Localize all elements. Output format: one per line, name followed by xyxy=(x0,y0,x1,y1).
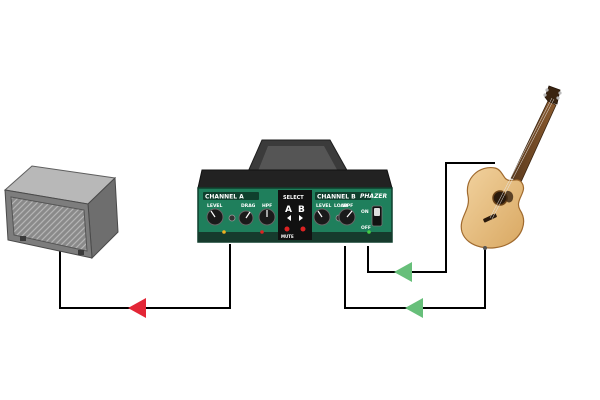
select-led-a-icon xyxy=(284,226,290,232)
power-switch[interactable] xyxy=(371,205,383,227)
power-led-icon xyxy=(367,230,371,234)
amplifier-icon xyxy=(3,165,119,260)
b-level-knob[interactable] xyxy=(313,208,331,226)
select-a-label: A xyxy=(285,205,292,215)
a-clip-led-icon xyxy=(260,230,264,234)
brand-label: PHAZER xyxy=(360,193,388,200)
acoustic-guitar-icon xyxy=(460,85,562,250)
off-label: OFF xyxy=(361,225,371,231)
select-label: SELECT xyxy=(283,195,304,201)
a-led-icon xyxy=(222,230,226,234)
mute-label: MUTE xyxy=(281,234,294,239)
b-hpf-label: HPF xyxy=(343,203,353,209)
select-b-label: B xyxy=(298,205,305,215)
select-led-b-icon xyxy=(300,226,306,232)
input-cable-outer xyxy=(344,246,486,309)
a-drag-knob[interactable] xyxy=(238,210,254,226)
select-right-icon xyxy=(299,215,303,221)
input-cable-inner xyxy=(367,162,495,273)
preamp-device-icon: CHANNEL A CHANNEL B PHAZER SELECT A B MU… xyxy=(197,139,393,243)
a-level-label: LEVEL xyxy=(207,203,222,209)
channel-a-label: CHANNEL A xyxy=(205,194,244,201)
output-arrow xyxy=(128,298,146,318)
b-load-label: LOAD xyxy=(334,203,348,209)
b-level-label: LEVEL xyxy=(316,203,331,209)
on-label: ON xyxy=(361,209,369,215)
a-trim-knob[interactable] xyxy=(228,214,236,222)
select-left-icon xyxy=(287,215,291,221)
input-arrow-top xyxy=(394,262,412,282)
channel-b-label: CHANNEL B xyxy=(317,194,356,201)
a-level-knob[interactable] xyxy=(206,208,224,226)
a-hpf-knob[interactable] xyxy=(258,208,276,226)
guitar-output-jack xyxy=(483,246,487,250)
a-drag-label: DRAG xyxy=(241,203,256,209)
b-hpf-knob[interactable] xyxy=(338,208,356,226)
a-hpf-label: HPF xyxy=(262,203,272,209)
input-arrow-bottom xyxy=(405,298,423,318)
